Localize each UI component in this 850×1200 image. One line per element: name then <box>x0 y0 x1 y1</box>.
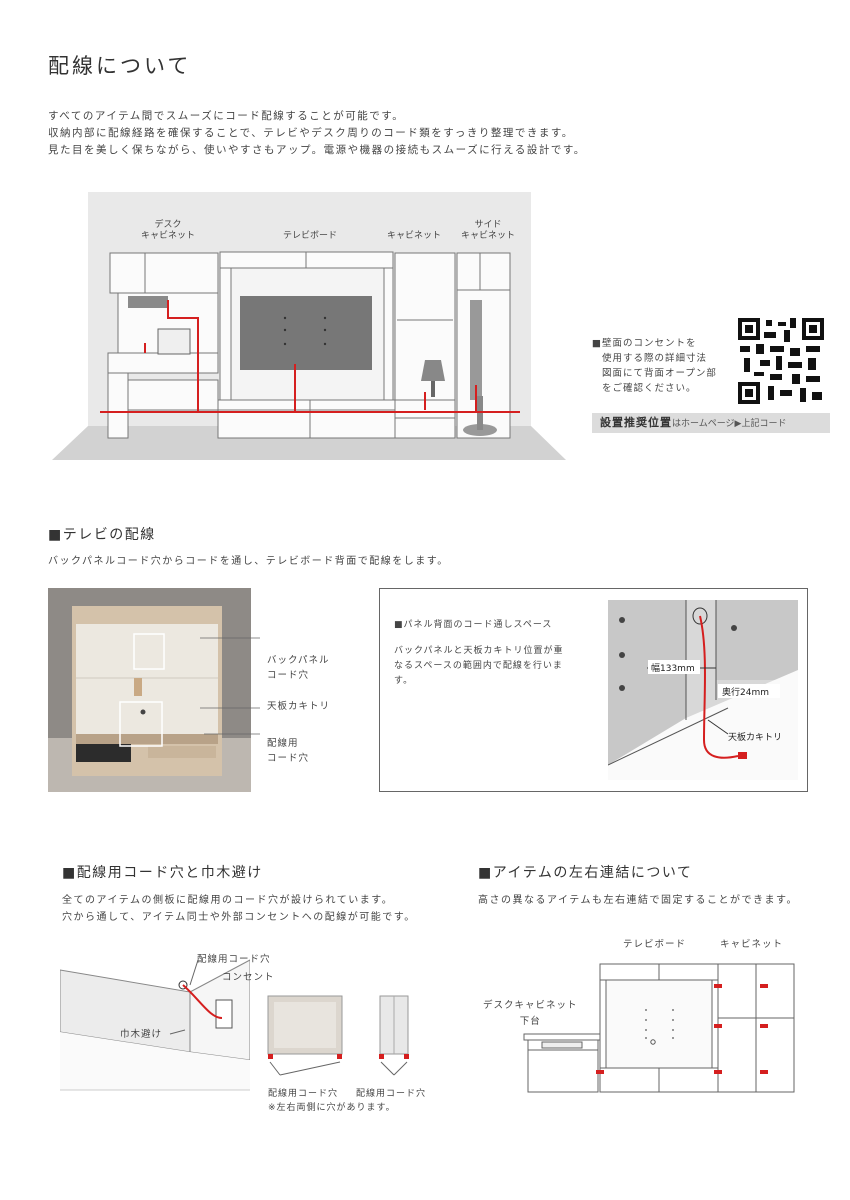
intro-text: すべてのアイテム間でスムーズにコード配線することが可能です。 収納内部に配線経路… <box>48 108 586 159</box>
intro-line: すべてのアイテム間でスムーズにコード配線することが可能です。 <box>48 110 405 122</box>
desc-line: 穴から通して、アイテム同士や外部コンセントへの配線が可能です。 <box>62 912 416 923</box>
caption-panel-a: 配線用コード穴 <box>268 1089 339 1099</box>
label-outlet: コンセント <box>222 972 275 983</box>
banner-text: はホームページ▶上記コード <box>672 419 787 429</box>
tv-board-photo <box>48 588 251 792</box>
callout-line: コード穴 <box>267 753 310 764</box>
qr-code <box>738 318 824 404</box>
section-desc-connect: 高さの異なるアイテムも左右連結で固定することができます。 <box>478 895 798 906</box>
label-line: デスクキャビネット <box>483 1000 578 1011</box>
section-desc-cord-hole: 全てのアイテムの側板に配線用のコード穴が設けられています。 穴から通して、アイテ… <box>62 892 416 926</box>
box-text-line: なるスペースの範囲内で配線を行いま <box>394 661 563 671</box>
connect-diagram <box>523 963 795 1093</box>
label-tv-board: テレビボード <box>283 230 337 241</box>
intro-line: 見た目を美しく保ちながら、使いやすさもアップ。電源や機器の接続もスムーズに行える… <box>48 144 586 156</box>
section-heading-tv-wiring: ■テレビの配線 <box>48 527 156 543</box>
page-title: 配線について <box>48 54 192 78</box>
box-text-line: す。 <box>394 676 414 686</box>
section-desc-tv-wiring: バックパネルコード穴からコードを通し、テレビボード背面で配線をします。 <box>48 556 449 567</box>
callout-line: バックパネル <box>267 655 330 666</box>
callout-top-notch: 天板カキトリ <box>267 701 331 712</box>
qr-note-line: ■壁面のコンセントを <box>592 338 697 349</box>
label-desk-cabinet: デスク <box>154 218 181 230</box>
install-position-banner: 設置推奨位置はホームページ▶上記コード <box>592 413 830 433</box>
box-text: バックパネルと天板カキトリ位置が重 なるスペースの範囲内で配線を行いま す。 <box>394 644 564 689</box>
qr-note-line: をご確認ください。 <box>602 383 697 394</box>
callout-lines <box>200 637 260 735</box>
baseboard-diagram <box>60 959 250 1091</box>
section-heading-cord-hole: ■配線用コード穴と巾木避け <box>62 865 263 881</box>
label-desk-cabinet: キャビネット <box>141 230 195 241</box>
label-line: 下台 <box>519 1016 541 1027</box>
label-side-cabinet: サイド <box>474 219 501 230</box>
label-baseboard: 巾木避け <box>120 1029 163 1040</box>
panel-back-diagram: 幅133mm 奥行24mm 天板カキトリ <box>608 600 798 780</box>
notch-label: 天板カキトリ <box>728 731 782 743</box>
label-connect-tvboard: テレビボード <box>623 939 687 950</box>
qr-note-line: 図面にて背面オープン部 <box>602 368 717 379</box>
label-connect-desk: デスクキャビネット 下台 <box>483 998 578 1030</box>
overview-illustration: デスク キャビネット テレビボード キャビネット サイド キャビネット <box>52 192 824 460</box>
box-text-line: バックパネルと天板カキトリ位置が重 <box>394 646 564 656</box>
qr-note: ■壁面のコンセントを 使用する際の詳細寸法 図面にて背面オープン部 をご確認くだ… <box>592 336 717 396</box>
qr-note-line: 使用する際の詳細寸法 <box>602 353 708 364</box>
label-connect-cabinet: キャビネット <box>720 939 784 950</box>
callout-wiring-hole: 配線用 コード穴 <box>267 736 309 766</box>
section-heading-connect: ■アイテムの左右連結について <box>478 865 693 881</box>
dim-width: 幅133mm <box>651 662 695 674</box>
panel-back-space-box <box>379 588 808 792</box>
callout-line: コード穴 <box>267 670 310 681</box>
label-side-cabinet: キャビネット <box>461 230 515 241</box>
label-cord-hole: 配線用コード穴 <box>197 954 271 965</box>
callout-backpanel-hole: バックパネル コード穴 <box>267 653 330 683</box>
caption-note: ※左右両側に穴があります。 <box>268 1103 396 1113</box>
banner-bold: 設置推奨位置 <box>600 416 672 429</box>
caption-panel-b: 配線用コード穴 <box>356 1089 427 1099</box>
side-panel-diagrams <box>267 995 409 1076</box>
box-title: ■パネル背面のコード通しスペース <box>394 620 553 630</box>
dim-depth: 奥行24mm <box>722 686 769 698</box>
desc-line: 全てのアイテムの側板に配線用のコード穴が設けられています。 <box>62 895 394 906</box>
callout-line: 配線用 <box>267 738 299 749</box>
intro-line: 収納内部に配線経路を確保することで、テレビやデスク周りのコード類をすっきり整理で… <box>48 127 574 139</box>
label-cabinet: キャビネット <box>387 230 441 241</box>
